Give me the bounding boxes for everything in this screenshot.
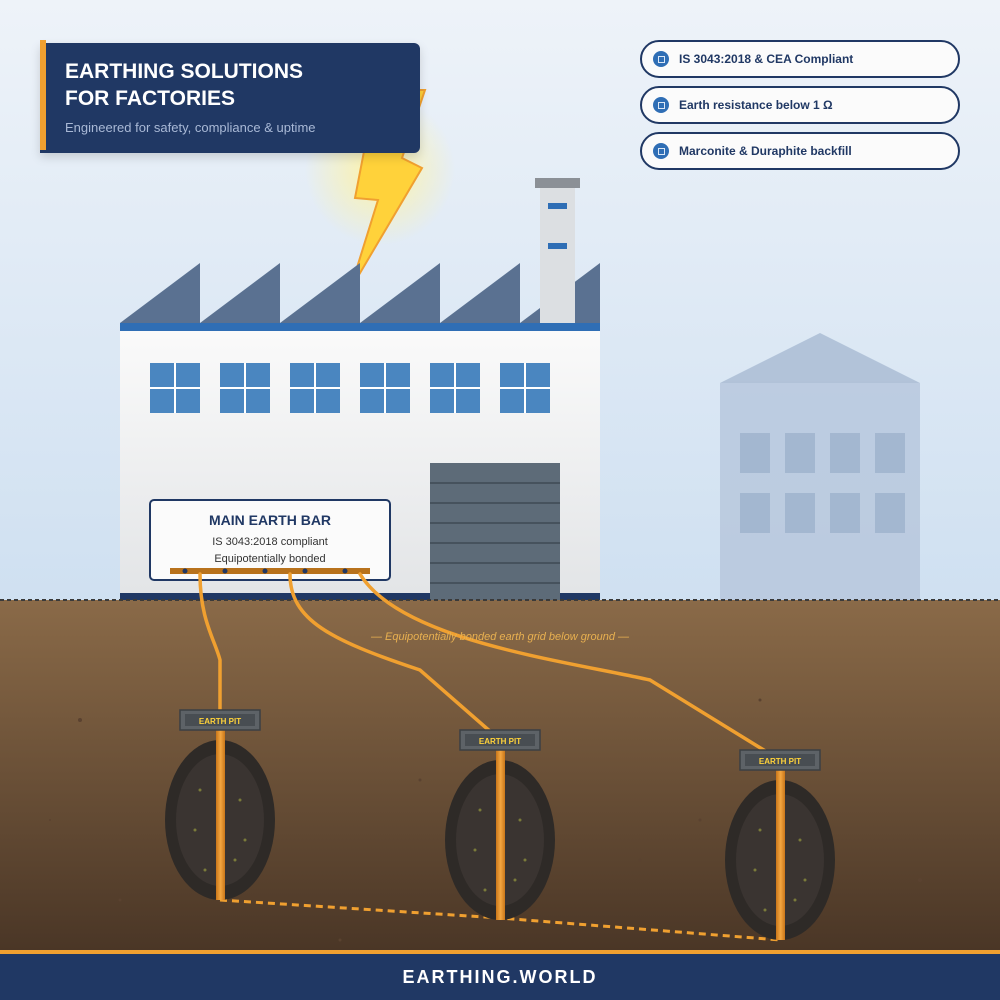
main-earth-bar-panel: MAIN EARTH BAR IS 3043:2018 compliant Eq… [149,499,391,581]
earth-rod [216,730,225,900]
check-icon [653,143,669,159]
earth-pit: EARTH PIT [725,749,835,940]
earth-pit: EARTH PIT [445,729,555,920]
background-building [720,333,920,603]
sawtooth-roof [120,263,600,323]
soil-specks [49,698,922,942]
roof-trim [120,323,600,331]
footer-bar: EARTHING.WORLD [0,950,1000,1000]
pit-label: EARTH PIT [199,717,241,726]
title-line-2: FOR FACTORIES [65,87,235,110]
feature-badge: IS 3043:2018 & CEA Compliant [640,40,960,78]
building-base [120,593,600,603]
check-icon [653,97,669,113]
feature-badge: Marconite & Duraphite backfill [640,132,960,170]
title-card: EARTHING SOLUTIONS FOR FACTORIES Enginee… [40,40,420,153]
page-title: EARTHING SOLUTIONS FOR FACTORIES [65,58,303,112]
pit-label: EARTH PIT [479,737,521,746]
earth-pit: EARTH PIT [165,709,275,900]
earth-rod [496,750,505,920]
feature-badges: IS 3043:2018 & CEA Compliant Earth resis… [640,40,960,178]
pit-label: EARTH PIT [759,757,801,766]
earth-bar-title: MAIN EARTH BAR [209,512,331,528]
title-accent-bar [40,40,46,150]
footer-brand[interactable]: EARTHING.WORLD [402,966,598,987]
check-icon [653,51,669,67]
shutter-door [430,463,560,603]
copper-bus-bar [170,568,370,574]
earth-bar-line2: Equipotentially bonded [214,553,325,565]
feature-badge-label: Marconite & Duraphite backfill [679,144,852,158]
feature-badge: Earth resistance below 1 Ω [640,86,960,124]
feature-badge-label: IS 3043:2018 & CEA Compliant [679,52,854,66]
earth-rod [776,770,785,940]
feature-badge-label: Earth resistance below 1 Ω [679,98,833,112]
earth-bar-line1: IS 3043:2018 compliant [212,536,328,548]
title-line-1: EARTHING SOLUTIONS [65,60,304,83]
earthing-cables [198,572,782,762]
chimney [535,178,580,325]
factory-windows [150,363,550,413]
page-subtitle: Engineered for safety, compliance & upti… [65,120,316,135]
ground-caption: — Equipotentially bonded earth grid belo… [370,631,630,643]
